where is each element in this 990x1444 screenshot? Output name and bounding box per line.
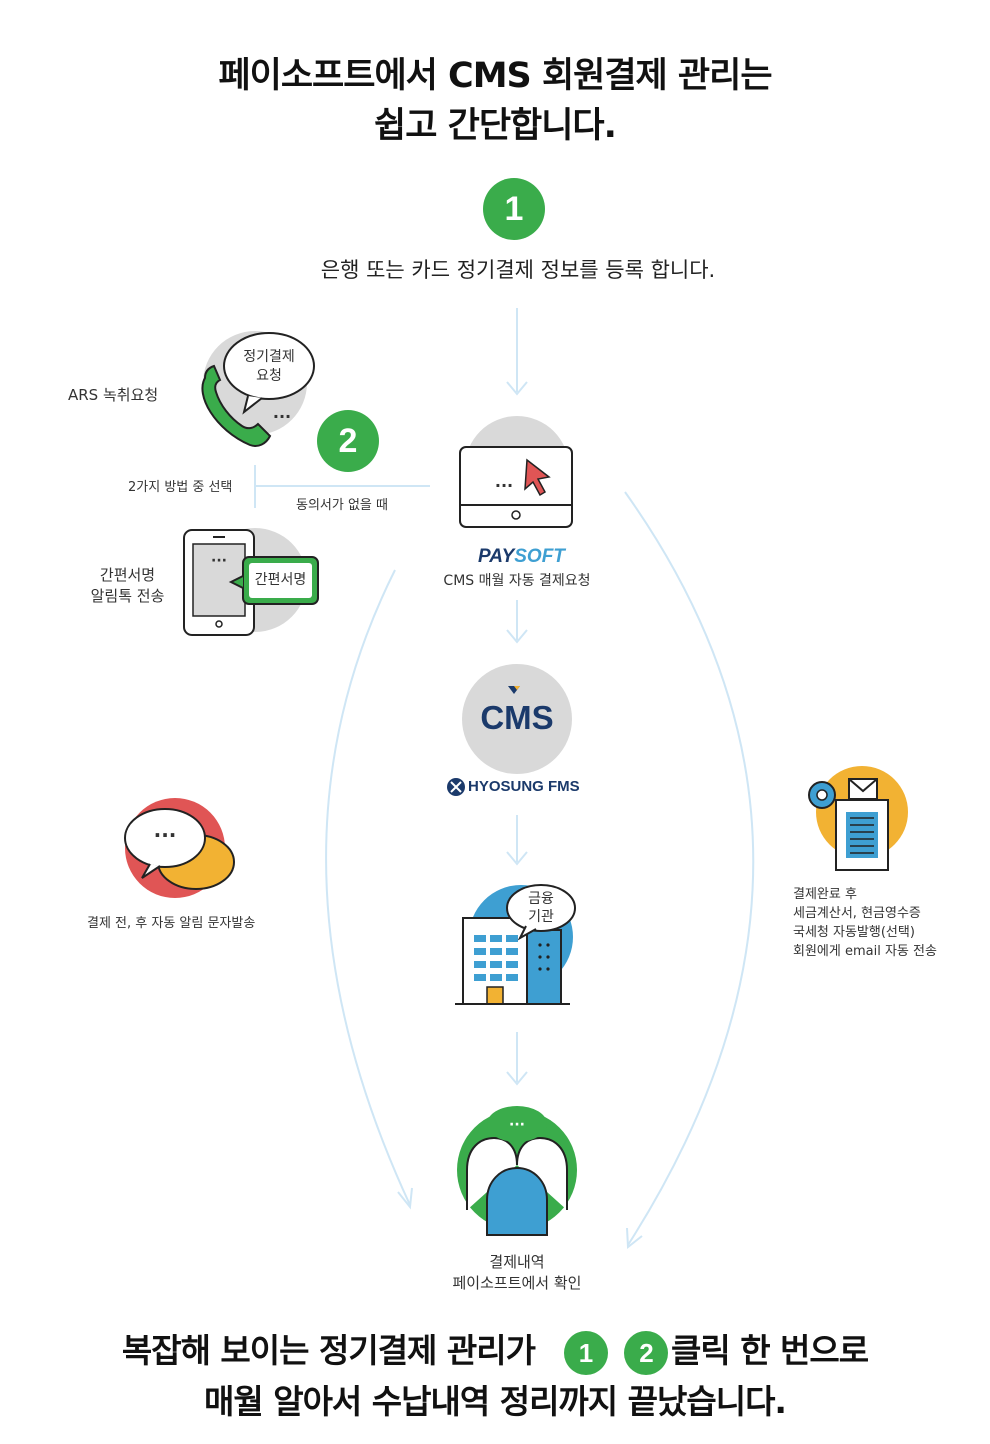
arrowhead-right: [626, 1227, 643, 1249]
paysoft-caption: CMS 매월 자동 결제요청: [443, 573, 591, 589]
receipt-line2: 세금계산서, 현금영수증: [793, 906, 921, 921]
mobile-dots-icon: ···: [211, 553, 227, 569]
bank-bubble-line2: 기관: [528, 909, 554, 925]
arrowhead-left: [397, 1187, 413, 1210]
result-line1: 결제내역: [489, 1253, 545, 1271]
flow-arrows: [254, 308, 755, 1249]
hyosung-fms-logo: HYOSUNG FMS: [468, 778, 580, 795]
step1-text: 은행 또는 카드 정기결제 정보를 등록 합니다.: [320, 258, 716, 282]
ars-bubble-line2: 요청: [256, 368, 282, 384]
receipt-line4: 회원에게 email 자동 전송: [793, 944, 937, 959]
ars-bubble-line1: 정기결제: [243, 349, 295, 365]
sms-dots-icon: ···: [153, 823, 177, 847]
receipt-line1: 결제완료 후: [793, 887, 857, 902]
page-title-line2: 쉽고 간단합니다.: [374, 106, 617, 146]
arrowhead-1: [506, 381, 528, 396]
footer-badge-2: 2: [624, 1330, 668, 1375]
paysoft-logo-soft: SOFT: [514, 546, 565, 567]
arrowhead-2: [506, 629, 528, 644]
arrowhead-3: [506, 851, 528, 866]
ars-dots-icon: ···: [272, 407, 292, 426]
monitor-icon: [459, 416, 573, 528]
bank-building-icon: [455, 884, 576, 1005]
mobile-phone-icon: [183, 528, 319, 636]
cms-logo-text: CMS: [480, 699, 554, 736]
paysoft-logo: PAYSOFT: [478, 546, 565, 568]
bank-bubble-line1: 금융: [528, 891, 554, 907]
result-line2: 페이소프트에서 확인: [452, 1274, 582, 1292]
receipt-line3: 국세청 자동발행(선택): [793, 925, 915, 940]
step1-badge: 1: [483, 178, 545, 240]
footer-line1-pre: 복잡해 보이는 정기결제 관리가: [121, 1331, 536, 1370]
sms-bubble-icon: [124, 798, 235, 898]
ars-phone-icon: [201, 331, 315, 447]
footer-line2: 매월 알아서 수납내역 정리까지 끝났습니다.: [204, 1382, 787, 1421]
no-consent-label: 동의서가 없을 때: [296, 498, 388, 513]
monitor-dots-icon: ···: [494, 476, 514, 495]
curve-left: [325, 569, 411, 1206]
choice-label: 2가지 방법 중 선택: [128, 480, 233, 495]
curve-right: [624, 491, 755, 1246]
simple-sign-label-line1: 간편서명: [99, 566, 156, 584]
receipt-email-icon: [808, 766, 908, 871]
sms-label: 결제 전, 후 자동 알림 문자발송: [87, 916, 256, 931]
step2-badge: 2: [317, 410, 379, 472]
paysoft-logo-pay: PAY: [478, 546, 515, 567]
footer-badge-1: 1: [563, 1330, 608, 1375]
cms-logo-icon: [447, 664, 572, 796]
simple-sign-label-line2: 알림톡 전송: [90, 587, 165, 605]
members-dots-icon: ···: [509, 1117, 525, 1133]
simple-sign-bubble: 간편서명: [254, 572, 307, 588]
arrowhead-4: [506, 1071, 528, 1086]
members-group-icon: [457, 1106, 577, 1236]
footer-line1-post: 클릭 한 번으로: [671, 1331, 869, 1370]
page-title-line1: 페이소프트에서 CMS 회원결제 관리는: [218, 56, 772, 96]
ars-label: ARS 녹취요청: [68, 386, 159, 404]
